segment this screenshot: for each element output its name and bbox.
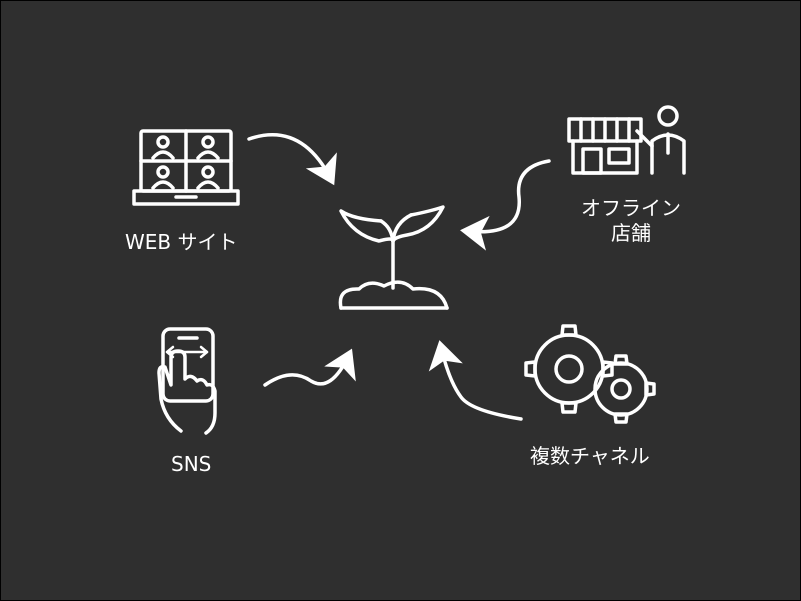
arrow-web-to-center (247, 133, 337, 186)
arrow-sns-to-center (263, 348, 356, 387)
offline-store-label-line1: オフライン (581, 196, 681, 220)
arrow-offline-to-center (460, 159, 551, 251)
multi-channel-label: 複数チャネル (530, 444, 650, 468)
sns-label: SNS (171, 452, 212, 476)
laptop-video-call-icon (132, 129, 240, 206)
smartphone-swipe-icon (157, 327, 217, 435)
gears-icon (524, 324, 656, 424)
web-site-label: WEB サイト (125, 230, 238, 254)
storefront-with-person-icon (567, 105, 686, 175)
sprout-icon (338, 205, 449, 310)
arrow-multi-to-center (428, 340, 523, 421)
offline-store-label: オフライン 店舗 (571, 196, 691, 246)
offline-store-label-line2: 店舗 (611, 221, 651, 245)
